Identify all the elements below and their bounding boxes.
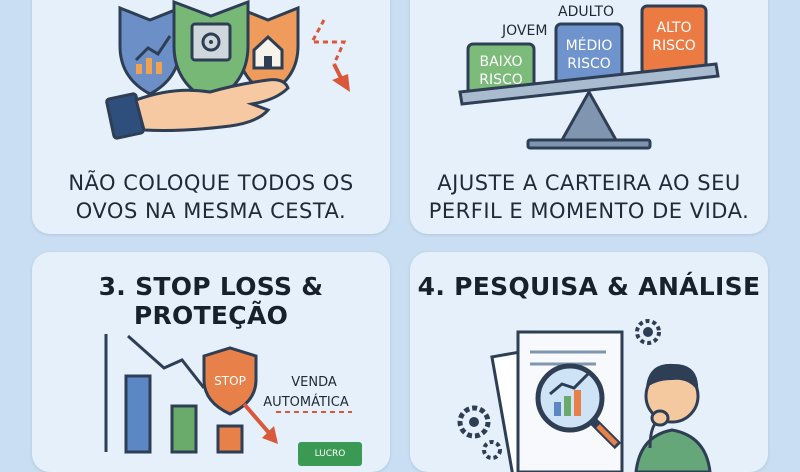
research-card: 4. PESQUISA & ANÁLISE xyxy=(410,252,768,472)
high-risk-label: RISCO xyxy=(652,38,696,54)
stop-shield-icon: STOP xyxy=(202,346,258,416)
low-risk-label: RISCO xyxy=(479,72,523,88)
sell-label: VENDA xyxy=(291,375,337,390)
hand-icon xyxy=(105,78,290,140)
green-bar xyxy=(170,404,198,454)
stop-label: STOP xyxy=(214,374,246,388)
price-line xyxy=(127,334,206,389)
medium-risk-label: MÉDIO xyxy=(566,37,613,54)
caption-line: OVOS NA MESMA CESTA. xyxy=(75,199,347,223)
down-arrow-icon xyxy=(262,426,278,444)
high-risk-box: ALTO RISCO xyxy=(640,4,708,76)
sell-label: AUTOMÁTICA xyxy=(263,394,349,410)
diversification-card: NÃO COLOQUE TODOS OS OVOS NA MESMA CESTA… xyxy=(32,0,390,234)
medium-risk-label: RISCO xyxy=(567,56,611,72)
profit-label: LUCRO xyxy=(315,449,346,459)
diversification-illustration xyxy=(105,0,350,140)
falling-arrow-icon xyxy=(309,19,350,92)
low-risk-label: BAIXO xyxy=(479,54,522,70)
magnifier-icon xyxy=(535,363,622,450)
gear-icon xyxy=(635,319,661,345)
research-illustration xyxy=(457,319,712,472)
safe-shield-icon xyxy=(172,0,250,104)
caption-line: PERFIL E MOMENTO DE VIDA. xyxy=(428,199,750,223)
gears-icon xyxy=(457,405,502,460)
stop-loss-card: 3. STOP LOSS & PROTEÇÃO STOP VENDA AUTOM… xyxy=(32,252,390,472)
risk-profile-card: JOVEM ADULTO BAIXO RISCO MÉDIO RISCO ALT… xyxy=(410,0,768,234)
person-thinking-icon xyxy=(634,363,712,472)
down-arrow-shaft xyxy=(242,402,272,436)
high-risk-label: ALTO xyxy=(656,20,691,36)
research-title: 4. PESQUISA & ANÁLISE xyxy=(417,272,761,301)
low-risk-box: BAIXO RISCO xyxy=(466,42,536,96)
blue-bar xyxy=(124,374,152,454)
stop-loss-illustration: STOP VENDA AUTOMÁTICA LUCRO xyxy=(104,334,362,466)
caption-line: NÃO COLOQUE TODOS OS xyxy=(68,171,354,195)
risk-balance-illustration: JOVEM ADULTO BAIXO RISCO MÉDIO RISCO ALT… xyxy=(458,4,720,150)
caption-line: AJUSTE A CARTEIRA AO SEU xyxy=(437,171,741,195)
stop-loss-title: 3. STOP LOSS & PROTEÇÃO xyxy=(98,272,324,330)
risk-profile-caption: AJUSTE A CARTEIRA AO SEU PERFIL E MOMENT… xyxy=(410,169,768,225)
profit-badge: LUCRO xyxy=(298,442,362,466)
growth-shield-icon xyxy=(118,5,182,96)
diversification-caption: NÃO COLOQUE TODOS OS OVOS NA MESMA CESTA… xyxy=(32,169,390,225)
seesaw-icon xyxy=(458,62,720,150)
young-label: JOVEM xyxy=(501,23,547,39)
orange-bar xyxy=(216,424,244,454)
adult-label: ADULTO xyxy=(558,4,614,20)
